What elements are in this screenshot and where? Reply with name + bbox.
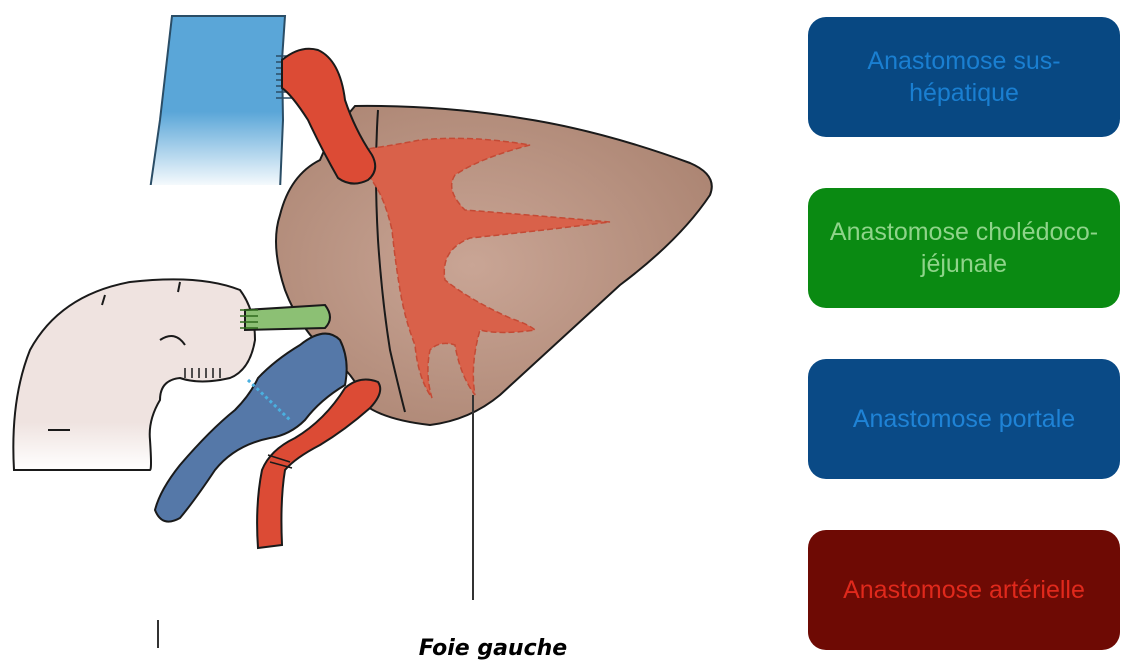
- legend-choledocojejunal-anastomosis: Anastomose cholédoco-jéjunale: [808, 188, 1120, 308]
- legend-suprahepatic-anastomosis: Anastomose sus-hépatique: [808, 17, 1120, 137]
- legend-label: Anastomose sus-hépatique: [818, 45, 1110, 110]
- liver-transplant-diagram: [0, 0, 760, 663]
- legend-arterial-anastomosis: Anastomose artérielle: [808, 530, 1120, 650]
- legend-portal-anastomosis: Anastomose portale: [808, 359, 1120, 479]
- legend-label: Anastomose cholédoco-jéjunale: [818, 216, 1110, 281]
- legend-label: Anastomose portale: [853, 403, 1075, 436]
- legend-label: Anastomose artérielle: [843, 574, 1085, 607]
- caption-left-liver: Foie gauche: [403, 636, 583, 661]
- vena-cava: [150, 16, 285, 190]
- bile-duct: [245, 305, 330, 330]
